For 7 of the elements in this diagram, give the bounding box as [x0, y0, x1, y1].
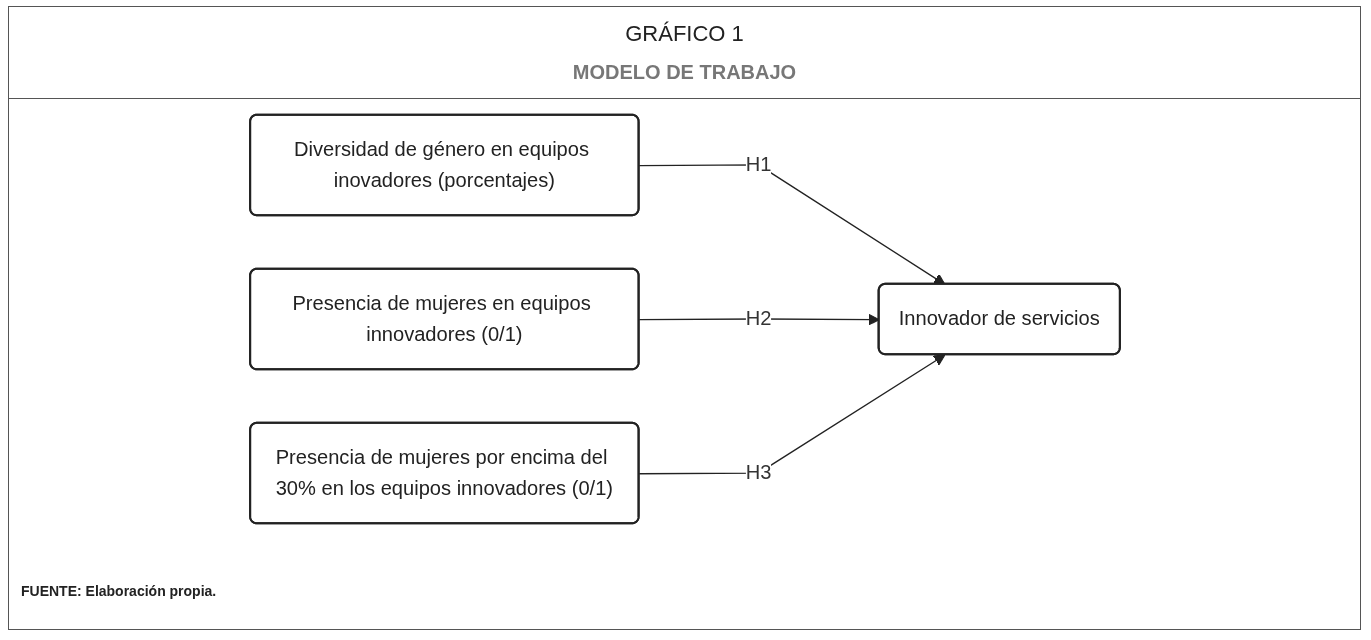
edge-label: H2	[745, 306, 771, 330]
figure-subtitle: MODELO DE TRABAJO	[571, 61, 798, 84]
figure-title: GRÁFICO 1	[624, 21, 745, 47]
edge-label: H3	[745, 460, 771, 484]
arrow	[638, 354, 946, 475]
edge-label: H1	[745, 152, 771, 176]
source-caption: FUENTE: Elaboración propia.	[21, 583, 217, 599]
